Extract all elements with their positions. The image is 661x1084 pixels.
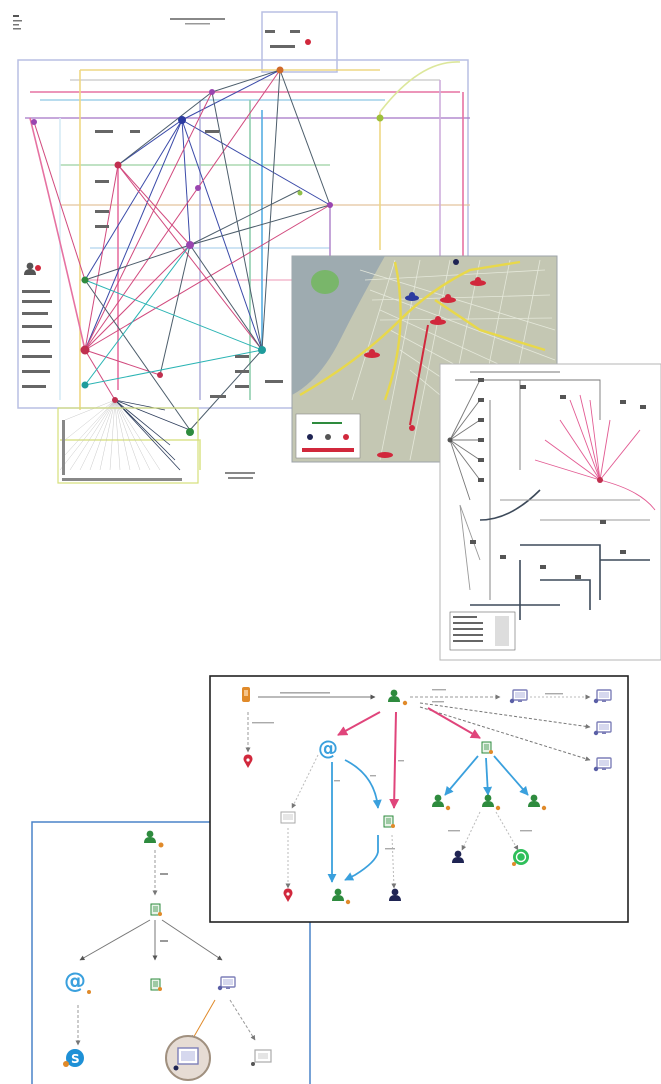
chart-frame — [17, 59, 469, 409]
hub-node-purple — [195, 185, 201, 191]
map-marker-red — [377, 452, 393, 458]
flow-panel-right: @ — [209, 675, 629, 923]
hub-node-purple — [31, 119, 37, 125]
hub-node-red — [112, 397, 118, 403]
map-markers — [364, 259, 486, 458]
map-park — [311, 270, 339, 294]
document-icon — [150, 978, 163, 992]
user-with-flag-icon — [332, 888, 351, 905]
map-route — [409, 324, 429, 426]
map-legend — [295, 413, 361, 459]
user-with-flag-icon — [388, 689, 408, 706]
hub-node-red — [80, 345, 90, 355]
user-with-flag-icon — [144, 830, 164, 848]
hub-node-teal — [81, 381, 89, 389]
computer-monitor-icon — [251, 1049, 272, 1066]
edge-label — [160, 873, 168, 875]
flow-left-edges — [75, 850, 256, 1046]
hub-node-orange — [276, 66, 284, 74]
whatsapp-icon — [512, 849, 529, 866]
person-clusters — [22, 30, 300, 481]
hub-node-teal — [258, 346, 266, 354]
document-icon — [383, 815, 396, 829]
lower-group-box — [57, 407, 199, 484]
flow-right-edges — [245, 694, 591, 889]
hub-node-purple — [186, 241, 194, 249]
hub-node-green — [186, 428, 194, 436]
top-group-box — [261, 11, 338, 73]
edge-labels — [252, 689, 563, 850]
map-panel — [291, 255, 558, 463]
hub-nodes — [31, 66, 384, 436]
map-water-area — [292, 256, 385, 395]
hub-node-red — [114, 161, 122, 169]
schematic-panel — [439, 363, 661, 661]
svg-text:@: @ — [318, 736, 338, 760]
computer-monitor-icon — [280, 811, 296, 824]
hub-node-purple — [209, 89, 215, 95]
map-marker-red — [364, 349, 380, 358]
at-sign-icon: @ — [64, 969, 91, 994]
hub-node-red — [157, 372, 163, 378]
phone-icon — [242, 687, 250, 702]
user-with-flag-icon — [528, 794, 547, 811]
network-chart-overview — [13, 8, 470, 484]
chart-header-marks — [13, 15, 225, 30]
svg-text:S: S — [71, 1052, 80, 1066]
hub-node-blue — [178, 116, 186, 124]
svg-text:@: @ — [64, 969, 86, 994]
map-marker-red — [409, 425, 415, 431]
map-marker-red — [430, 316, 446, 325]
user-with-flag-icon — [482, 794, 501, 811]
connection-lanes — [25, 61, 470, 470]
map-marker-red — [440, 294, 456, 303]
at-sign-icon: @ — [318, 736, 338, 760]
user-with-flag-icon — [432, 794, 451, 811]
document-icon — [481, 741, 494, 755]
red-marker — [305, 39, 311, 45]
schematic-legend — [449, 611, 516, 651]
schematic-edges — [449, 371, 656, 620]
skype-icon: S — [63, 1049, 84, 1067]
red-marker — [35, 265, 41, 271]
green-marker — [297, 190, 303, 196]
schematic-nodes — [447, 378, 646, 579]
hub-node-green — [81, 276, 89, 284]
map-marker-red — [470, 277, 486, 286]
hub-node-purple — [327, 202, 333, 208]
document-icon — [150, 903, 163, 917]
edge-label — [160, 940, 168, 942]
computer-monitor-icon-highlighted — [165, 1035, 211, 1081]
hub-node-green — [376, 114, 384, 122]
hub-edges — [33, 69, 331, 471]
map-marker-navy — [405, 292, 419, 301]
map-marker-navy — [453, 259, 459, 265]
